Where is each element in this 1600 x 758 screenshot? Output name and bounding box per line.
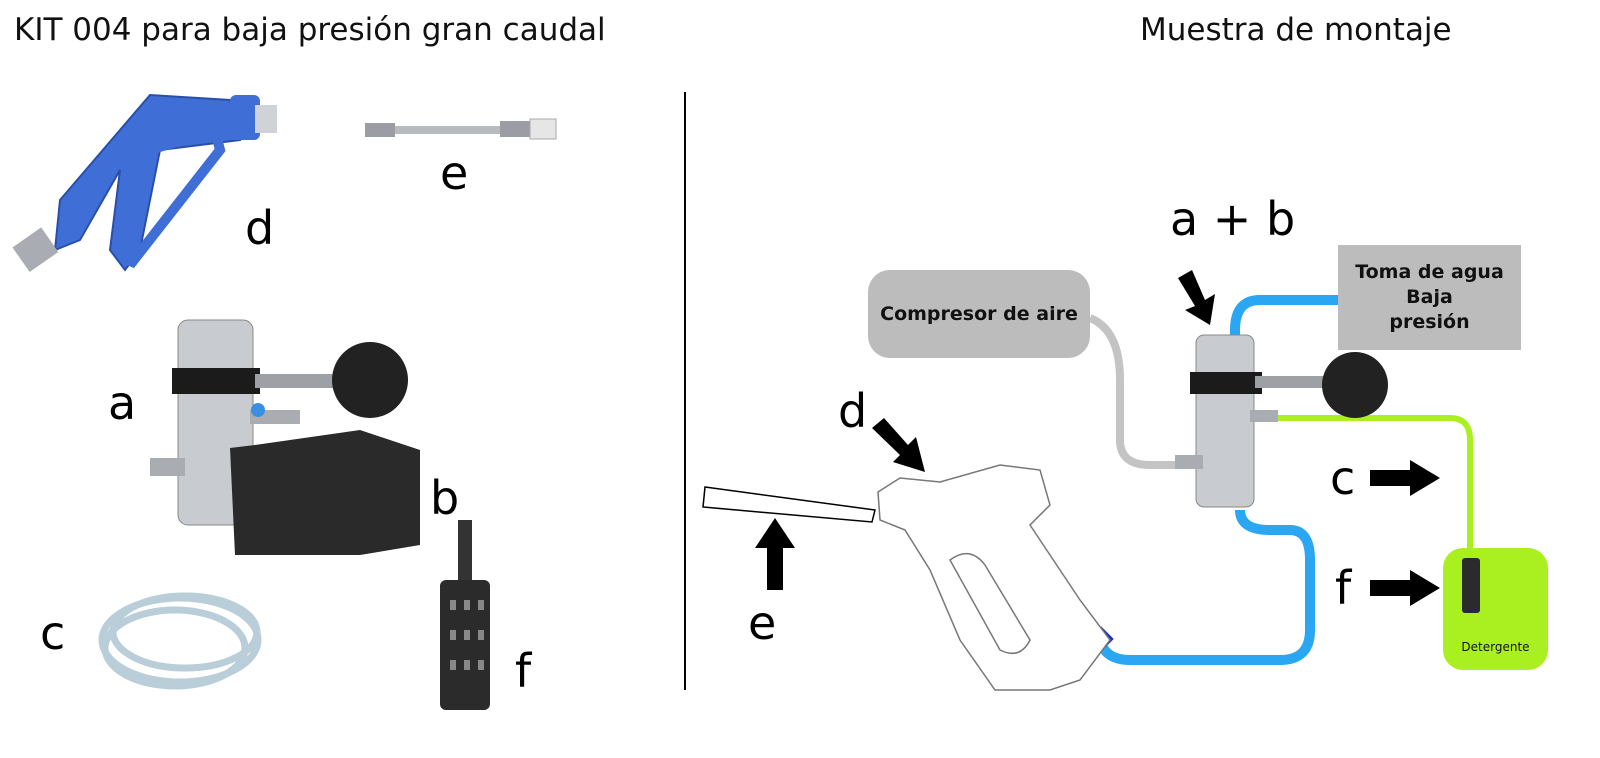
lance-outline — [702, 486, 876, 523]
arrow-ab — [1178, 270, 1215, 325]
water-inlet-box: Toma de agua Baja presión — [1338, 245, 1521, 350]
gun-outline — [877, 464, 1111, 691]
arrow-d — [872, 418, 925, 472]
label-f: f — [515, 644, 532, 698]
label-c: c — [40, 606, 66, 660]
spray-gun-image — [12, 93, 277, 273]
label-d: d — [245, 201, 275, 255]
compressor-box: Compresor de aire — [868, 270, 1090, 358]
label-b: b — [430, 471, 460, 525]
tube-image — [98, 592, 262, 690]
air-hose — [1088, 314, 1180, 469]
label-f-right: f — [1335, 561, 1352, 615]
arrow-f — [1370, 570, 1440, 606]
label-c-right: c — [1330, 451, 1356, 505]
detergent-label: Detergente — [1461, 640, 1530, 654]
water-inlet-hose — [1230, 295, 1340, 345]
right-title: Muestra de montaje — [1140, 12, 1452, 48]
bracket-image — [230, 430, 420, 555]
detergent-hose — [1275, 415, 1473, 550]
label-e-right: e — [748, 596, 777, 650]
label-a: a — [108, 376, 137, 430]
label-d-right: d — [838, 384, 868, 438]
filter-image — [440, 520, 490, 710]
left-title: KIT 004 para baja presión gran caudal — [14, 12, 606, 48]
water-outlet-hose — [1095, 509, 1315, 665]
arrow-e — [755, 518, 795, 590]
water-inlet-line3: presión — [1389, 310, 1470, 333]
compressor-label: Compresor de aire — [880, 303, 1078, 325]
lance-image — [365, 118, 557, 140]
mounted-injector — [1175, 334, 1388, 508]
water-inlet-line2: Baja — [1406, 286, 1453, 309]
arrow-c — [1370, 460, 1440, 496]
label-e: e — [440, 146, 469, 200]
arrows — [755, 270, 1440, 606]
label-a-plus-b: a + b — [1170, 192, 1296, 246]
water-inlet-line1: Toma de agua — [1355, 261, 1504, 284]
